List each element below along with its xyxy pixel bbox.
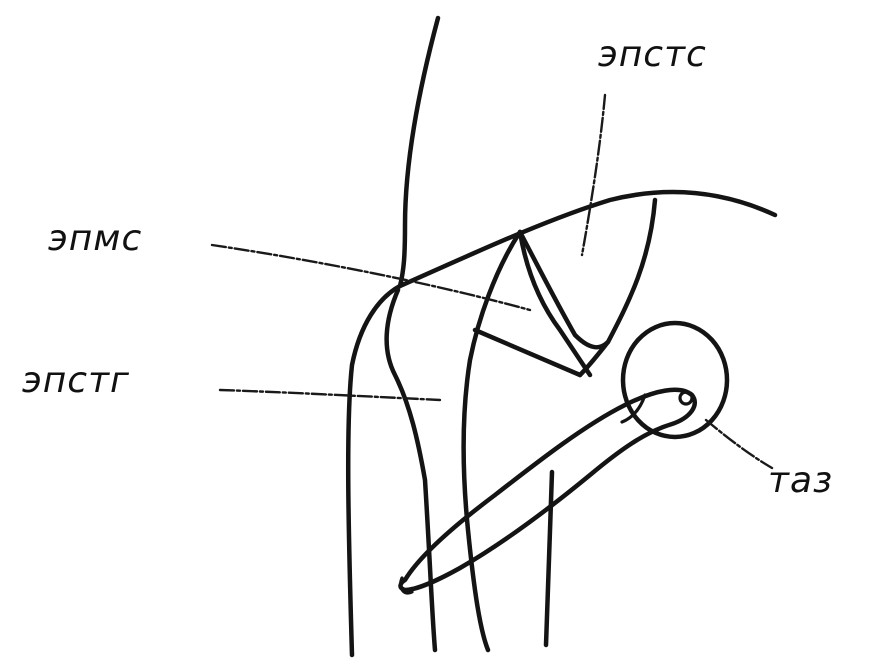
upper-vertical-line xyxy=(400,18,438,286)
leader-epmc xyxy=(212,245,530,310)
outer-left-contour xyxy=(348,286,400,655)
inner-left-contour xyxy=(387,290,435,650)
leader-epstg xyxy=(220,390,440,400)
top-contour-arc xyxy=(400,192,775,286)
hip-circle xyxy=(623,323,727,437)
label-epstg: эпстг xyxy=(22,360,130,401)
label-taz: таз xyxy=(768,460,833,501)
leader-taz xyxy=(706,420,772,468)
label-epmc: эпмс xyxy=(48,218,142,259)
leader-epstc xyxy=(582,95,605,255)
label-epstc: эпстс xyxy=(598,34,707,75)
right-vertical-line xyxy=(546,472,552,645)
